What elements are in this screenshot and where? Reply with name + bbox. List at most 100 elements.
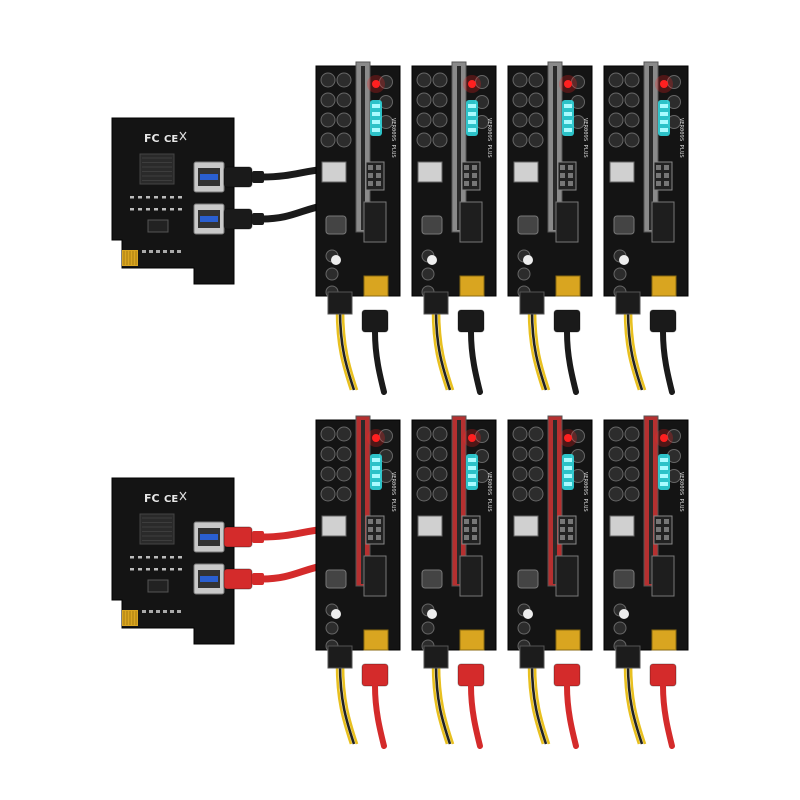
inductor [325,569,347,589]
power-plug [519,645,545,669]
riser-card: VER009S PLUS [603,415,689,749]
smd-component [156,610,160,613]
capacitor [336,446,352,462]
power-led-red [660,434,668,442]
usb-gold-connector [651,629,677,651]
capacitor [624,112,640,128]
smd-component [146,556,150,559]
capacitor [416,132,432,148]
capacitor [624,72,640,88]
riser-card: VER009S PLUS [603,61,689,395]
usb-gold-connector [363,275,389,297]
smd-component [130,208,134,211]
usb-blue-tab [200,174,218,180]
power-led-red [468,80,476,88]
capacitor [512,486,528,502]
usb-gold-connector [459,275,485,297]
usb-cable [372,683,387,749]
fc-mark: FC [144,132,160,145]
smd-component [178,196,182,199]
smd-component [149,610,153,613]
riser-card: VER009S PLUS [411,61,497,395]
smd-component [146,568,150,571]
power-plug [615,291,641,315]
voltage-regulator [609,515,635,537]
capacitor [571,429,585,443]
smd-component [170,208,174,211]
power-plug [327,645,353,669]
riser-model-label: VER009S PLUS [390,118,396,158]
usb-cable [564,683,579,749]
smd-component [162,556,166,559]
capacitor [624,466,640,482]
inductor [421,569,443,589]
smd-component [170,610,174,613]
usb-blue-tab [200,216,218,222]
molex-header [459,555,483,597]
capacitor [512,132,528,148]
capacitor [512,466,528,482]
weee-icon [179,491,187,501]
capacitor [624,132,640,148]
capacitor [624,92,640,108]
smd-component [178,556,182,559]
led-glow [655,75,673,93]
smd-component [138,196,142,199]
capacitor [512,112,528,128]
capacitor [432,426,448,442]
voltage-regulator [321,515,347,537]
riser-card: VER009S PLUS [315,61,401,395]
riser-card: VER009S PLUS [315,415,401,749]
usb-plug [457,309,485,333]
ce-mark: CE [164,494,178,505]
riser-card: VER009S PLUS [507,415,593,749]
status-led-bar [562,454,574,490]
smd-component [138,208,142,211]
capacitor [512,72,528,88]
smd-component [142,610,146,613]
board-mark [427,255,437,265]
usb-gold-connector [363,629,389,651]
smd-component [130,196,134,199]
smd-component [142,250,146,253]
board-mark [331,609,341,619]
smd-component [177,610,181,613]
capacitor [613,621,627,635]
smd-component [149,250,153,253]
capacitor [432,132,448,148]
power-wire [629,309,647,391]
capacitor [320,132,336,148]
capacitor [528,92,544,108]
usb-plug [649,309,677,333]
riser-model-label: VER009S PLUS [390,472,396,512]
usb-gold-connector [555,275,581,297]
capacitor [432,92,448,108]
usb-cable [468,329,483,395]
power-cable [335,309,359,391]
capacitor [475,429,489,443]
riser-card: VER009S PLUS [411,415,497,749]
power-led-red [564,80,572,88]
voltage-regulator [417,161,443,183]
capacitor [336,72,352,88]
usb-plug [361,309,389,333]
molex-header [651,555,675,597]
capacitor [416,466,432,482]
capacitor [432,446,448,462]
status-led-bar [370,100,382,136]
capacitor [608,486,624,502]
power-wire [626,663,644,745]
capacitor [432,112,448,128]
power-led-red [372,434,380,442]
power-cable [431,309,455,391]
status-led-bar [562,100,574,136]
riser-model-label: VER009S PLUS [678,472,684,512]
usb-blue-tab [200,576,218,582]
capacitor [325,621,339,635]
capacitor [624,446,640,462]
capacitor [512,446,528,462]
capacitor [416,92,432,108]
